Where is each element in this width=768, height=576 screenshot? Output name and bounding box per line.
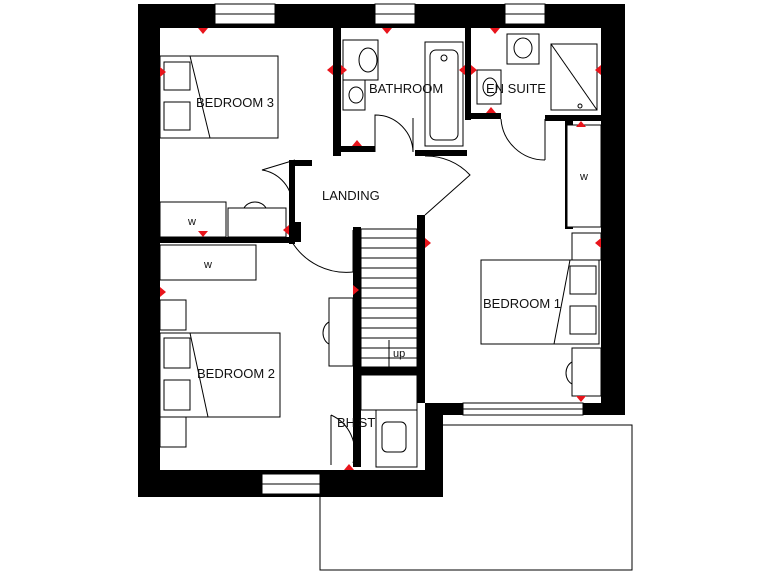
- bedroom1-furniture: w: [480, 124, 602, 397]
- room-label-bathroom: BATHROOM: [369, 81, 443, 96]
- room-label-bh-st: BH ST: [337, 415, 375, 430]
- bh-st-cupboard: [360, 374, 418, 468]
- windows: [214, 3, 584, 495]
- wardrobe-bed1-label: w: [579, 171, 588, 183]
- bedroom3-furniture: w: [159, 55, 287, 238]
- wardrobe-bed3-label: w: [187, 216, 196, 228]
- bedroom2-furniture: w: [159, 244, 354, 448]
- door-swings: [261, 114, 546, 465]
- room-label-bedroom1: BEDROOM 1: [483, 296, 561, 311]
- wardrobe-bed2-label: w: [203, 259, 212, 271]
- ensuite-fixtures: [476, 33, 598, 111]
- room-labels: BEDROOM 3 BATHROOM EN SUITE LANDING BEDR…: [196, 81, 561, 430]
- room-label-landing: LANDING: [322, 188, 380, 203]
- garage-roof-outline: [319, 424, 633, 571]
- red-markers: [160, 28, 601, 470]
- stairs-up-label: up: [393, 348, 405, 360]
- room-label-bedroom3: BEDROOM 3: [196, 95, 274, 110]
- staircase: up: [360, 228, 418, 368]
- bathroom-fixtures: [342, 39, 464, 147]
- room-label-ensuite: EN SUITE: [486, 81, 546, 96]
- room-label-bedroom2: BEDROOM 2: [197, 366, 275, 381]
